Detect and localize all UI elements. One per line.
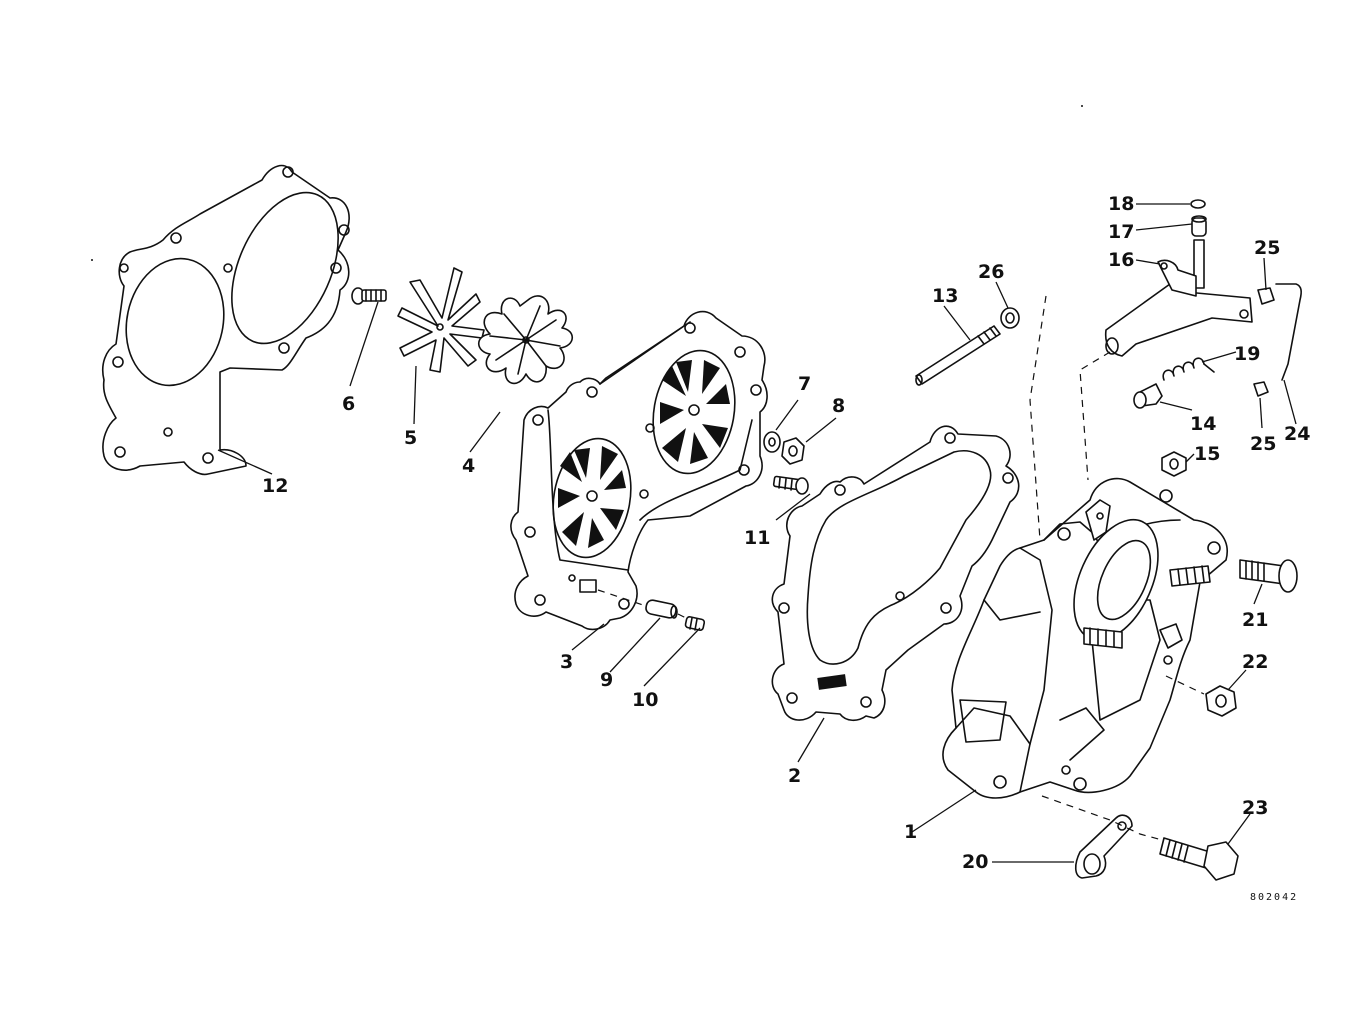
part-16-lever: [1104, 239, 1253, 357]
callout-5: 5: [404, 427, 417, 449]
part-15-nut: [1161, 451, 1187, 477]
callout-25-upper: 25: [1254, 237, 1280, 259]
part-24-link: [1275, 283, 1302, 381]
callout-21: 21: [1242, 609, 1268, 631]
callout-6: 6: [342, 393, 355, 415]
part-2-gasket: [771, 425, 1020, 722]
callout-3: 3: [560, 651, 573, 673]
part-25-clip-lower: [1253, 381, 1269, 397]
part-25-clip-upper: [1257, 287, 1275, 305]
part-3-valve-plate: [510, 310, 768, 631]
callout-10: 10: [632, 689, 658, 711]
part-6-screw: [351, 287, 387, 305]
part-11-screw: [772, 475, 809, 495]
callout-13: 13: [932, 285, 958, 307]
part-12-gasket: [101, 164, 350, 476]
leader-lines: [217, 203, 1297, 863]
callout-14: 14: [1190, 413, 1216, 435]
part-20-clamp: [1074, 814, 1133, 879]
callout-26: 26: [978, 261, 1004, 283]
part-19-spring: [1162, 357, 1215, 381]
callout-17: 17: [1108, 221, 1134, 243]
part-14-bushing: [1133, 383, 1163, 409]
callout-8: 8: [832, 395, 845, 417]
part-10-plug: [684, 615, 706, 631]
part-9-check-valve: [645, 599, 678, 619]
part-7-lockwasher: [763, 431, 781, 453]
part-22-nut: [1205, 685, 1237, 717]
callout-18: 18: [1108, 193, 1134, 215]
alignment-line-9-10: [597, 589, 687, 619]
callout-23: 23: [1242, 797, 1268, 819]
part-8-nut: [781, 437, 805, 465]
part-13-stud: [915, 325, 1001, 386]
speck: [1081, 105, 1083, 107]
callout-2: 2: [788, 765, 801, 787]
part-26-washer: [1000, 307, 1020, 329]
callout-7: 7: [798, 373, 811, 395]
part-5-valve-star: [397, 267, 485, 373]
callout-12: 12: [262, 475, 288, 497]
part-23-bolt: [1159, 837, 1239, 881]
part-4-valve-disc: [477, 295, 574, 385]
callout-20: 20: [962, 851, 988, 873]
callout-22: 22: [1242, 651, 1268, 673]
alignment-line-16: [1079, 351, 1111, 481]
callout-15: 15: [1194, 443, 1220, 465]
callout-24: 24: [1284, 423, 1310, 445]
reference-code: 802042: [1250, 892, 1298, 903]
part-17-sleeve: [1191, 215, 1207, 237]
part-21-bolt: [1239, 559, 1298, 593]
part-18-retainer: [1190, 199, 1206, 209]
alignment-line-13: [1029, 295, 1047, 541]
callout-1: 1: [904, 821, 917, 843]
callout-4: 4: [462, 455, 475, 477]
callout-11: 11: [744, 527, 770, 549]
callout-16: 16: [1108, 249, 1134, 271]
part-1-pump-body: [942, 477, 1228, 799]
callout-9: 9: [600, 669, 613, 691]
callout-25-lower: 25: [1250, 433, 1276, 455]
callout-labels: 1 2 3 4 5 6 7 8 9 10 11 12 13 14 15 16 1…: [262, 193, 1310, 873]
callout-19: 19: [1234, 343, 1260, 365]
speck: [91, 259, 93, 261]
